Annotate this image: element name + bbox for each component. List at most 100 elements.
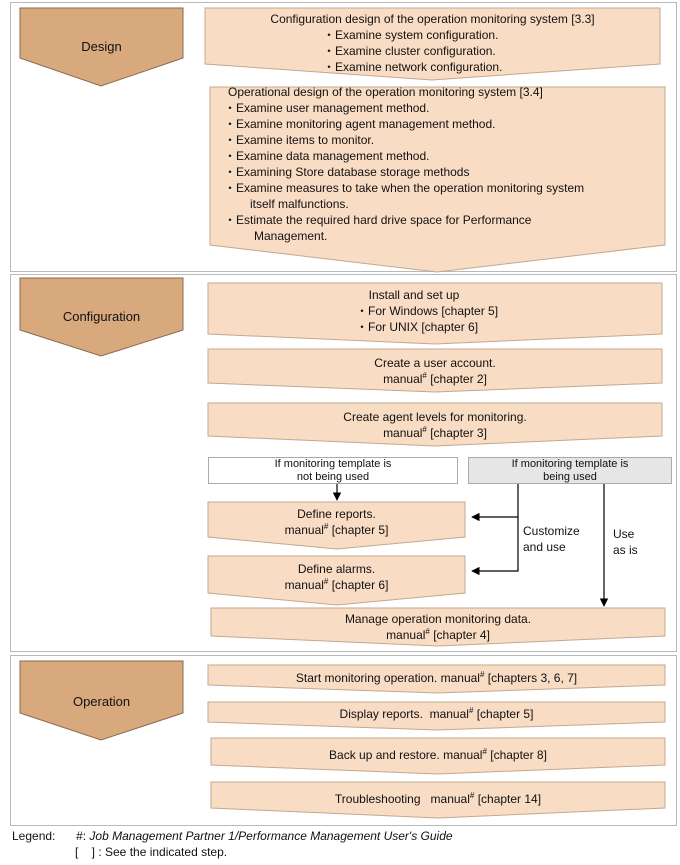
config-define-alarms-manual: manual bbox=[284, 578, 324, 592]
op-backup-text: Back up and restore. manual bbox=[329, 748, 483, 762]
phase-design-shape bbox=[19, 7, 184, 87]
config-user-account-title: Create a user account. bbox=[374, 356, 496, 370]
config-define-reports: Define reports. manual# [chapter 5] bbox=[208, 506, 465, 538]
phase-design: Design bbox=[20, 8, 183, 88]
config-install-item: ・For UNIX [chapter 6] bbox=[356, 320, 479, 334]
config-reports-shape bbox=[207, 501, 466, 550]
config-user-account-ref: [chapter 2] bbox=[426, 372, 487, 386]
footnote-mark: # bbox=[323, 522, 329, 531]
design-step-operational-item: ・Examine user management method. bbox=[224, 101, 430, 115]
cond-template-used-line2: being used bbox=[543, 471, 597, 483]
footnote-mark: # bbox=[469, 791, 475, 800]
op-trouble-shape bbox=[210, 781, 666, 819]
footnote-mark: # bbox=[482, 747, 487, 756]
design-step2-shape bbox=[209, 86, 666, 273]
design-step-config-title: Configuration design of the operation mo… bbox=[270, 12, 595, 26]
design-step-operational-item: ・Examine monitoring agent management met… bbox=[224, 117, 496, 131]
cond-template-not-used-line1: If monitoring template is bbox=[274, 458, 392, 470]
label-customize-and-use: Customize and use bbox=[523, 523, 580, 555]
legend: Legend: #: Job Management Partner 1/Perf… bbox=[12, 829, 453, 844]
op-start-ref: [chapters 3, 6, 7] bbox=[484, 671, 578, 685]
config-define-reports-title: Define reports. bbox=[297, 507, 376, 521]
design-step-operational-item: Management. bbox=[254, 229, 328, 243]
footnote-mark: # bbox=[425, 627, 430, 636]
arrow-customize bbox=[471, 484, 519, 522]
footnote-mark: # bbox=[422, 371, 427, 380]
design-step-operational-item: ・Examine measures to take when the opera… bbox=[224, 181, 585, 195]
config-define-alarms: Define alarms. manual# [chapter 6] bbox=[208, 561, 465, 593]
op-backup-shape bbox=[210, 737, 666, 775]
config-agent-levels-ref: [chapter 3] bbox=[426, 426, 487, 440]
label-customize-line1: Customize bbox=[523, 524, 580, 538]
phase-operation-shape bbox=[19, 660, 184, 741]
config-manage-data: Manage operation monitoring data. manual… bbox=[211, 611, 665, 643]
design-step-operational-item: ・Examine items to monitor. bbox=[224, 133, 375, 147]
design-step-operational: Operational design of the operation moni… bbox=[224, 84, 664, 244]
op-display-ref: [chapter 5] bbox=[473, 707, 534, 721]
config-agent-levels: Create agent levels for monitoring. manu… bbox=[208, 409, 662, 441]
config-agent-levels-title: Create agent levels for monitoring. bbox=[343, 410, 527, 424]
config-define-reports-ref: [chapter 5] bbox=[328, 523, 389, 537]
op-trouble-text: Troubleshooting manual bbox=[334, 792, 470, 806]
config-define-alarms-title: Define alarms. bbox=[297, 562, 376, 576]
legend-label: Legend: bbox=[12, 829, 56, 843]
op-start-monitoring: Start monitoring operation. manual# [cha… bbox=[208, 670, 665, 686]
config-install-item: ・For Windows [chapter 5] bbox=[356, 304, 499, 318]
design-step-operational-item: ・Examining Store database storage method… bbox=[224, 165, 470, 179]
design-step-config-item: ・Examine cluster configuration. bbox=[323, 44, 496, 58]
cond-template-used: If monitoring template is being used bbox=[468, 457, 672, 484]
cond-template-not-used-line2: not being used bbox=[296, 471, 370, 483]
config-define-reports-manual: manual bbox=[284, 523, 324, 537]
label-use-as-is-line2: as is bbox=[613, 543, 638, 557]
op-backup-restore: Back up and restore. manual# [chapter 8] bbox=[211, 747, 665, 763]
op-display-reports: Display reports. manual# [chapter 5] bbox=[208, 706, 665, 722]
config-alarms-shape bbox=[207, 555, 466, 606]
phase-operation: Operation bbox=[20, 661, 183, 741]
config-manage-data-title: Manage operation monitoring data. bbox=[344, 612, 532, 626]
phase-configuration-shape bbox=[19, 277, 184, 357]
label-use-as-is-line1: Use bbox=[613, 527, 635, 541]
config-agent-shape bbox=[207, 402, 663, 447]
config-manage-shape bbox=[210, 607, 666, 647]
footnote-mark: # bbox=[479, 670, 485, 679]
design-step-config-item: ・Examine network configuration. bbox=[323, 60, 503, 74]
op-backup-ref: [chapter 8] bbox=[486, 748, 547, 762]
design-step-config: Configuration design of the operation mo… bbox=[205, 11, 660, 75]
footnote-mark: # bbox=[422, 425, 427, 434]
design-step-operational-title: Operational design of the operation moni… bbox=[228, 85, 543, 99]
arrow-customize-alarms bbox=[471, 517, 519, 576]
config-user-account: Create a user account. manual# [chapter … bbox=[208, 355, 662, 387]
op-start-shape bbox=[207, 664, 666, 694]
config-install: Install and set up ・For Windows [chapter… bbox=[208, 287, 662, 335]
label-use-as-is: Use as is bbox=[613, 526, 638, 558]
phase-configuration: Configuration bbox=[20, 278, 183, 358]
phase-operation-label: Operation bbox=[72, 694, 131, 709]
config-user-shape bbox=[207, 348, 663, 393]
op-display-text: Display reports. manual bbox=[339, 707, 469, 721]
footnote-mark: # bbox=[468, 706, 474, 715]
legend-bracket-text: [ ] : See the indicated step. bbox=[75, 845, 228, 859]
phase-configuration-label: Configuration bbox=[62, 309, 141, 324]
config-manage-data-ref: [chapter 4] bbox=[429, 628, 490, 642]
design-step-operational-item: itself malfunctions. bbox=[250, 197, 349, 211]
config-agent-levels-manual: manual bbox=[383, 426, 423, 440]
legend-bracket: [ ] : See the indicated step. bbox=[75, 845, 227, 860]
op-display-shape bbox=[207, 701, 666, 731]
design-step-operational-item: ・Examine data management method. bbox=[224, 149, 430, 163]
op-trouble-ref: [chapter 14] bbox=[474, 792, 542, 806]
config-install-title: Install and set up bbox=[368, 288, 460, 302]
op-troubleshooting: Troubleshooting manual# [chapter 14] bbox=[211, 791, 665, 807]
config-manage-data-manual: manual bbox=[386, 628, 426, 642]
op-start-text: Start monitoring operation. manual bbox=[295, 671, 480, 685]
config-user-account-manual: manual bbox=[383, 372, 423, 386]
legend-manual-title: Job Management Partner 1/Performance Man… bbox=[89, 829, 453, 843]
config-install-shape bbox=[207, 282, 663, 345]
cond-template-not-used: If monitoring template is not being used bbox=[208, 457, 458, 484]
design-step-operational-item: ・Estimate the required hard drive space … bbox=[224, 213, 532, 227]
design-step1-shape bbox=[204, 7, 661, 81]
legend-mark: #: bbox=[76, 829, 90, 843]
phase-design-label: Design bbox=[81, 39, 122, 54]
cond-template-used-line1: If monitoring template is bbox=[511, 458, 629, 470]
label-customize-line2: and use bbox=[523, 540, 566, 554]
